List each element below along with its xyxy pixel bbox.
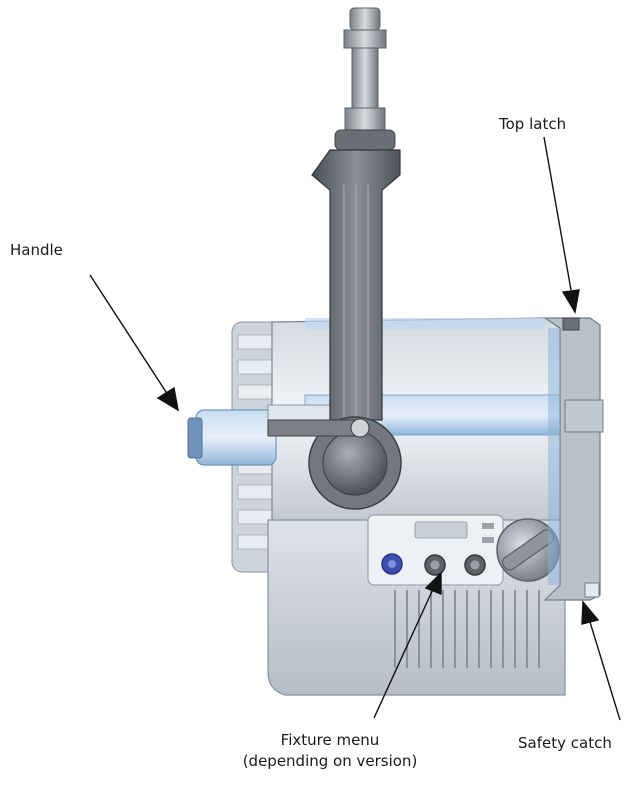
top-latch-label: Top latch [499,115,567,133]
handle-arrowhead-icon [156,386,179,412]
safety-catch-label: Safety catch [518,734,612,752]
handle-label: Handle [10,241,63,259]
handle-arrow [89,274,169,396]
top-latch-arrowhead-icon [561,289,580,314]
fixture-menu-panel [367,514,504,586]
mounting-spigot [334,7,396,151]
yoke-arm [311,149,401,421]
safety-catch-arrow [589,621,621,721]
safety-catch-arrowhead-icon [581,600,600,625]
fixture-menu-arrowhead-icon [424,571,442,596]
front-barndoor-ring [543,317,604,601]
top-latch-arrow [543,136,572,291]
fixture-menu-label-line2: (depending on version) [242,752,418,770]
fixture-menu-arrow [373,586,435,719]
safety-catch-icon [584,582,600,598]
fixture-menu-label: Fixture menu (depending on version) [200,730,460,772]
top-latch-icon [562,317,580,331]
callout-arrows [89,136,621,721]
fixture-menu-label-line1: Fixture menu [280,731,380,749]
tilt-lock-hub [267,416,402,510]
